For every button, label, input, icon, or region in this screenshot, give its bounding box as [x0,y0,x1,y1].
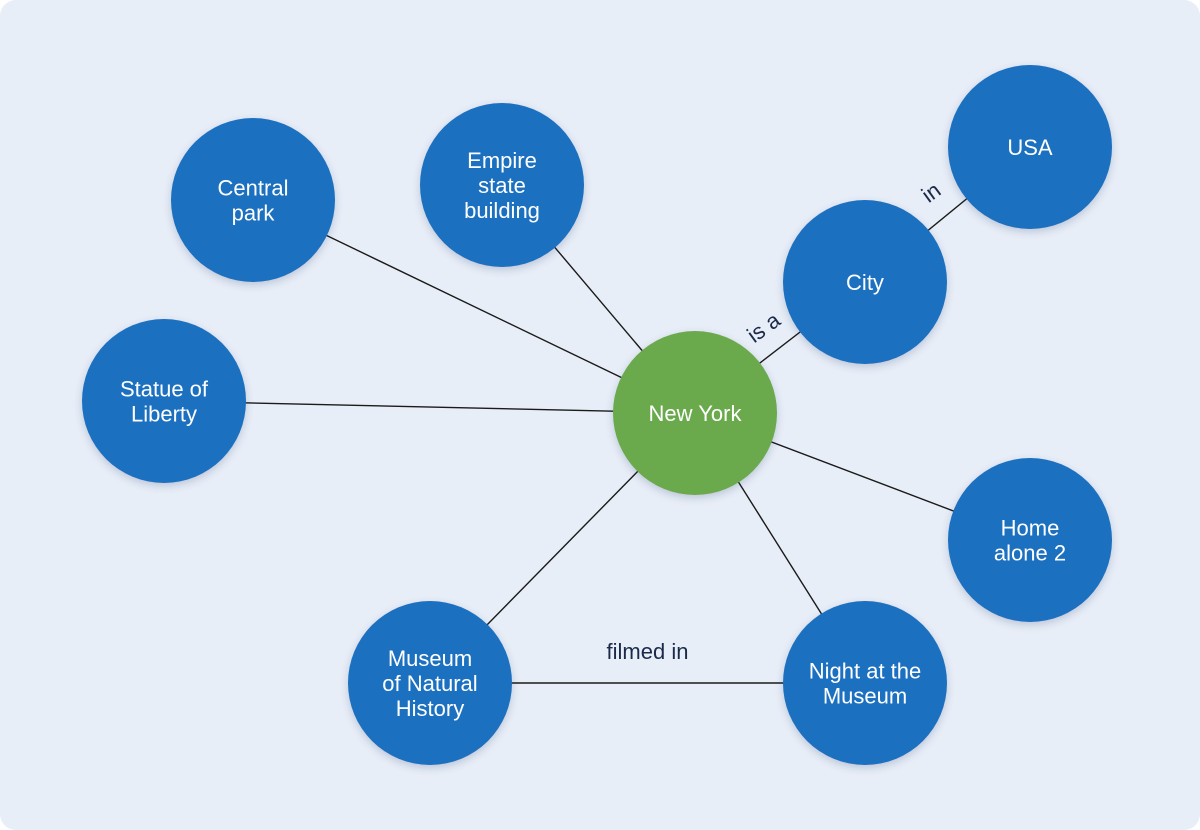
node-label-empire-state-building-line-2: state [478,173,526,198]
node-label-statue-of-liberty-line-1: Statue of [120,377,209,402]
node-circle-new-york [613,331,777,495]
node-circle-museum-of-natural-history [348,601,512,765]
edge-label-museum-of-natural-history-to-night-at-the-museum: filmed in [607,639,689,664]
node-label-usa-line-1: USA [1007,135,1053,160]
node-circle-empire-state-building [420,103,584,267]
node-label-empire-state-building-line-1: Empire [467,148,537,173]
node-label-museum-of-natural-history-line-3: History [396,696,464,721]
node-label-central-park-line-2: park [232,201,276,226]
node-new-york: New York [613,331,777,495]
node-label-home-alone-2-line-1: Home [1001,516,1060,541]
node-label-home-alone-2-line-2: alone 2 [994,541,1066,566]
node-circle-night-at-the-museum [783,601,947,765]
node-circle-statue-of-liberty [82,319,246,483]
node-circle-city [783,200,947,364]
node-circle-home-alone-2 [948,458,1112,622]
node-city: City [783,200,947,364]
node-circle-central-park [171,118,335,282]
edge-label-new-york-to-city: is a [742,307,785,348]
node-label-museum-of-natural-history-line-2: of Natural [382,671,477,696]
edge-label-city-to-usa: in [917,177,946,207]
node-label-empire-state-building-line-3: building [464,198,540,223]
node-label-statue-of-liberty-line-2: Liberty [131,402,197,427]
node-label-city-line-1: City [846,270,884,295]
node-label-new-york-line-1: New York [649,401,743,426]
node-circle-usa [948,65,1112,229]
node-label-night-at-the-museum-line-2: Museum [823,684,907,709]
node-label-museum-of-natural-history-line-1: Museum [388,646,472,671]
node-usa: USA [948,65,1112,229]
node-label-night-at-the-museum-line-1: Night at the [809,659,922,684]
node-label-central-park-line-1: Central [218,176,289,201]
edge-new-york-to-statue-of-liberty [163,400,696,414]
